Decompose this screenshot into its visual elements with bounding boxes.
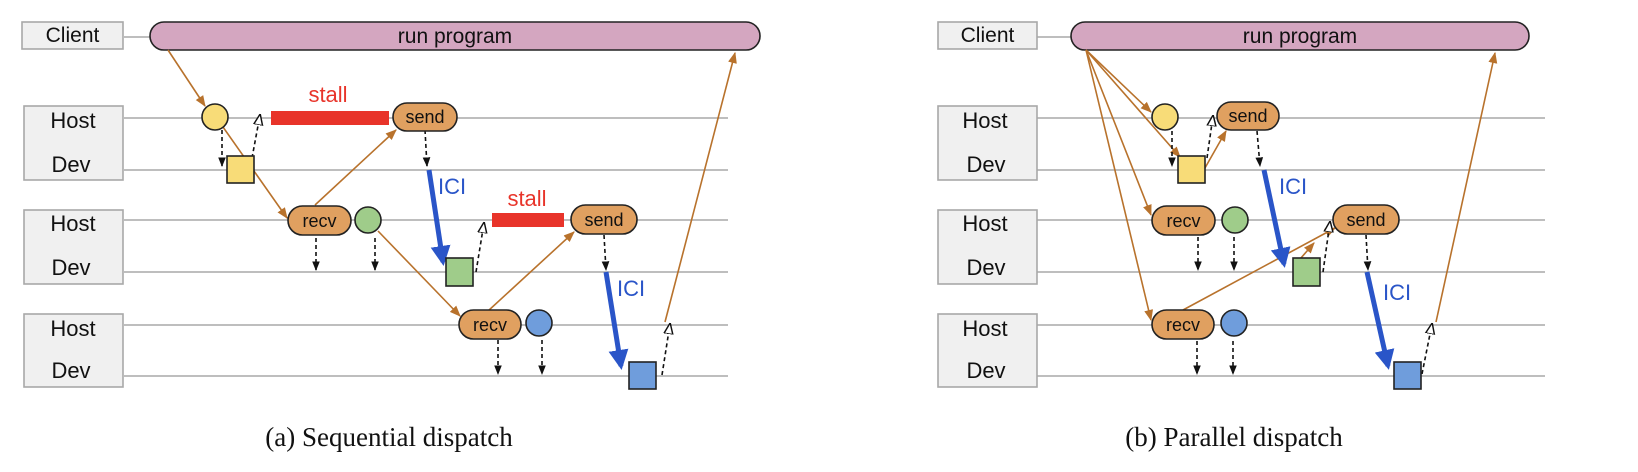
host-dev-box-1: Host Dev	[23, 105, 124, 181]
control-arrows	[167, 49, 737, 323]
host-dev-box-2: Host Dev	[937, 209, 1038, 285]
recv-label: recv	[473, 315, 507, 335]
run-program-bar	[1070, 21, 1530, 51]
client-label-box: Client	[21, 21, 124, 50]
send-label: send	[1346, 210, 1385, 230]
dev-label: Dev	[966, 358, 1005, 383]
host-dev-box-3: Host Dev	[23, 313, 124, 388]
run-program-bar	[149, 21, 761, 51]
stall-bar	[492, 213, 564, 227]
dev-label: Dev	[51, 255, 90, 280]
host-task-node	[1220, 309, 1248, 337]
client-label: Client	[961, 24, 1015, 47]
send-node	[1332, 204, 1400, 235]
send-label: send	[405, 107, 444, 127]
send-node	[570, 204, 638, 235]
recv-node	[1151, 205, 1216, 236]
send-label: send	[1228, 106, 1267, 126]
ici-arrows	[1261, 169, 1395, 370]
ici-label: ICI	[1279, 174, 1307, 199]
recv-label: recv	[1166, 211, 1200, 231]
run-program-label: run program	[398, 25, 512, 48]
ici-label: ICI	[1383, 280, 1411, 305]
ici-arrows	[426, 169, 629, 370]
host-label: Host	[50, 316, 95, 341]
completion-arrows	[1207, 116, 1432, 375]
host-task-node	[525, 309, 553, 337]
timeline-lines	[124, 36, 728, 377]
send-node	[1216, 101, 1280, 131]
dev-label: Dev	[51, 152, 90, 177]
recv-label: recv	[1166, 315, 1200, 335]
completion-arrows	[251, 115, 670, 376]
stall-label: stall	[507, 186, 546, 211]
host-task-node	[201, 103, 229, 131]
stall-bar	[271, 111, 389, 125]
timeline-lines	[1037, 36, 1545, 377]
recv-label: recv	[302, 211, 336, 231]
host-label: Host	[962, 108, 1007, 133]
host-dev-box-2: Host Dev	[23, 209, 124, 285]
host-task-node	[1221, 206, 1249, 234]
host-label: Host	[962, 211, 1007, 236]
dev-label: Dev	[966, 152, 1005, 177]
recv-node	[287, 205, 352, 236]
send-label: send	[584, 210, 623, 230]
device-task-node	[628, 361, 657, 390]
dispatch-arrows	[218, 129, 610, 375]
device-task-node	[445, 257, 474, 287]
panel-parallel: Client Host Dev Host Dev Host Dev run pr…	[937, 21, 1545, 452]
host-label: Host	[50, 211, 95, 236]
run-program-label: run program	[1243, 25, 1357, 48]
device-task-node	[1393, 361, 1422, 390]
stall-label: stall	[308, 82, 347, 107]
dev-label: Dev	[966, 255, 1005, 280]
send-node	[392, 102, 458, 132]
ici-label: ICI	[438, 174, 466, 199]
panel-sequential: Client Host Dev Host Dev Host Dev run pr…	[21, 21, 761, 452]
device-task-node	[1177, 155, 1206, 184]
host-dev-box-1: Host Dev	[937, 105, 1038, 181]
ici-label: ICI	[617, 276, 645, 301]
host-task-node	[1151, 103, 1179, 131]
control-arrows	[1085, 49, 1498, 323]
recv-node	[458, 309, 522, 340]
caption-parallel: (b) Parallel dispatch	[1125, 422, 1343, 452]
host-label: Host	[962, 316, 1007, 341]
device-task-node	[226, 155, 255, 184]
client-label: Client	[46, 24, 100, 47]
caption-sequential: (a) Sequential dispatch	[265, 422, 513, 452]
recv-node	[1151, 309, 1215, 340]
device-task-node	[1292, 257, 1321, 287]
dev-label: Dev	[51, 358, 90, 383]
host-dev-box-3: Host Dev	[937, 313, 1038, 388]
host-task-node	[354, 206, 382, 234]
host-label: Host	[50, 108, 95, 133]
dispatch-arrows	[1168, 130, 1372, 375]
client-label-box: Client	[937, 21, 1038, 50]
